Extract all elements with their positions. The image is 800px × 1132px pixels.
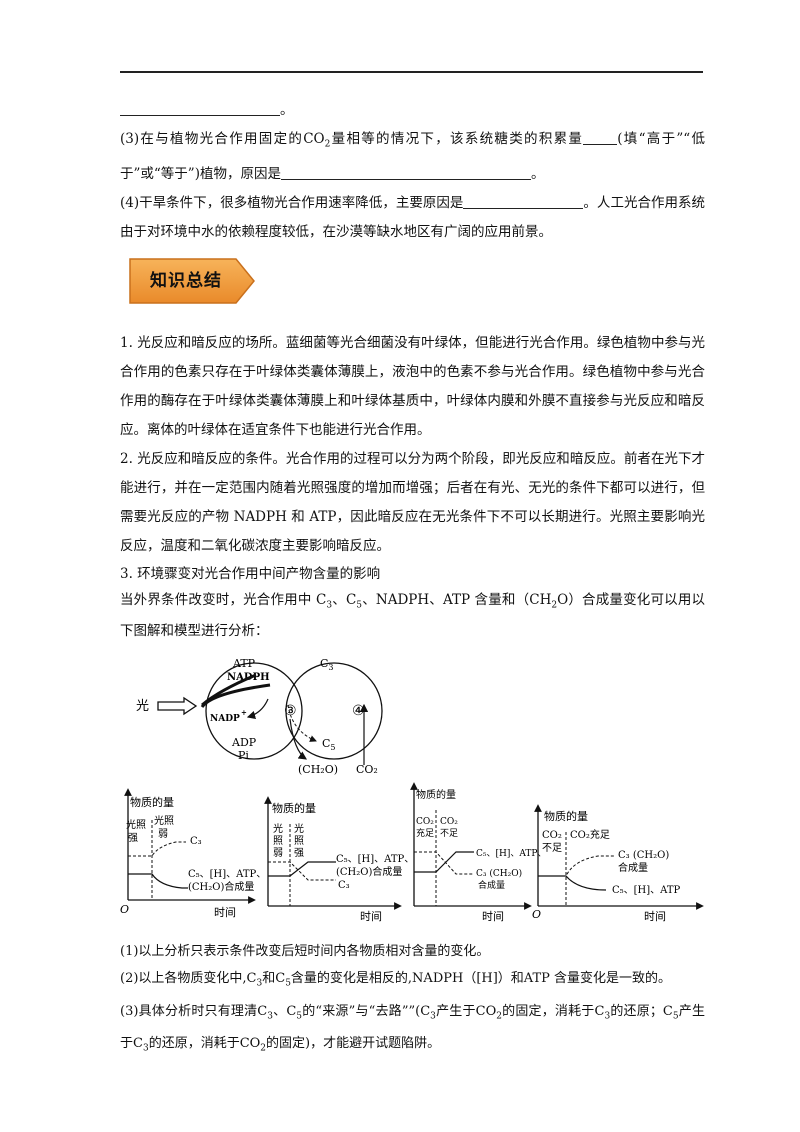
chart-2-line-up [268,861,336,877]
document-body: 。 (3)在与植物光合作用固定的CO2量相等的情况下，该系统糖类的积累量(填“高… [120,96,705,644]
light-reaction-circle [205,662,303,760]
chart-3-cond-after: 不足 [440,828,458,839]
answer-blank[interactable] [280,165,531,180]
chart-1-line-down-label: C₅、[H]、ATP、 [188,869,266,880]
chart-2-xlabel: 时间 [360,910,382,923]
chart-4-ylabel: 物质的量 [544,809,588,823]
c5-label: C5 [322,737,336,752]
light-label: 光 [136,699,149,714]
note-2: (2)以上各物质变化中,C3和C5含量的变化是相反的,NADPH（[H]）和AT… [120,971,672,989]
chart-1-xlabel: 时间 [214,906,236,919]
stage-4-marker: ④ [352,703,365,719]
chart-3-line-down [414,851,474,875]
c3-top-label: C3 [320,657,334,672]
chart-1-line-down [128,873,188,889]
chart-2-cond-after: 强 [294,847,304,859]
note-3: (3)具体分析时只有理清C3、C5的“来源”与“去路””(C3产生于CO2的固定… [120,1003,705,1054]
chart-3-xlabel: 时间 [482,910,504,923]
chart-4-line-up-label: 合成量 [618,861,648,874]
summary-point-2: 2. 光反应和暗反应的条件。光合作用的过程可以分为两个阶段，即光反应和暗反应。前… [120,450,705,554]
chart-4-line-up [538,855,614,877]
question-2-tail: 。 [120,96,705,125]
nadp-charge-label: + [241,708,247,717]
chart-4-cond-before: CO₂ [542,830,562,841]
adp-label: ADP [231,736,257,749]
condition-change-charts: 物质的量 O 时间 光照 强 光照 弱 C₃ C₅、[H]、ATP、 (CH₂O… [120,782,704,923]
chart-1-cond-before: 光照 [126,818,146,831]
chart-2-cond-before: 弱 [273,847,283,859]
ch2o-output-arrow [289,718,307,760]
chart-1-cond-after: 光照 [154,814,174,827]
chart-2-ylabel: 物质的量 [272,801,316,815]
chart-3-cond-before: CO₂ [416,817,434,827]
summary-point-1: 1. 光反应和暗反应的场所。蓝细菌等光合细菌没有叶绿体，但能进行光合作用。绿色植… [120,334,705,438]
chart-2-line-up-label: (CH₂O)合成量 [336,865,402,878]
chart-2: 物质的量 时间 光 照 弱 光 照 强 C₅、[H]、ATP、 (CH₂O)合成… [264,796,414,923]
photosynthesis-cycle-diagram: ATP NADPH 光 NADP + ADP Pi ③ ④ C3 C5 (CH₂… [136,657,383,775]
chart-1-ylabel: 物质的量 [130,795,174,809]
chart-3: 物质的量 时间 CO₂ 充足 CO₂ 不足 C₅、[H]、ATP、 C₃ (CH… [410,782,546,923]
chart-4-line-up-label: C₃ (CH₂O) [618,850,669,861]
answer-blank[interactable] [120,101,280,116]
chart-2-cond-after: 照 [294,835,304,847]
chart-3-cond-after: CO₂ [440,817,458,827]
chart-3-line-up [414,851,474,873]
chart-2-line-down-label: C₃ [338,880,350,891]
chart-1: 物质的量 O 时间 光照 强 光照 弱 C₃ C₅、[H]、ATP、 (CH₂O… [120,788,266,919]
badge-label: 知识总结 [150,270,222,291]
chart-4-origin: O [532,908,541,921]
answer-blank[interactable] [583,130,618,145]
chart-4-cond-before: 不足 [542,842,562,854]
analysis-notes: (1)以上分析只表示条件改变后短时间内各物质相对含量的变化。 (2)以上各物质变… [120,938,705,1063]
header-rule [120,71,703,73]
chart-2-line-up-label: C₅、[H]、ATP、 [336,854,414,865]
chart-1-cond-after: 弱 [158,828,168,840]
chart-1-line-up-label: C₃ [190,836,202,847]
chart-2-cond-after: 光 [294,822,304,835]
chart-3-line-down-label: 合成量 [478,879,505,891]
chart-4-cond-after: CO₂充足 [570,828,610,841]
summary-point-3-intro: 当外界条件改变时，光合作用中 C3、C5、NADPH、ATP 含量和（CH2O）… [120,591,706,640]
nadp-return-arrow [246,698,269,720]
chart-4: 物质的量 O 时间 CO₂ 不足 CO₂充足 C₃ (CH₂O) 合成量 C₅、… [532,804,704,923]
light-input-arrow [157,696,198,716]
chart-4-xlabel: 时间 [644,910,666,923]
chart-1-origin: O [120,903,129,916]
badge-arrow-shape [129,257,255,304]
co2-label: CO₂ [356,763,378,775]
chart-1-line-down-label: (CH₂O)合成量 [188,880,254,893]
question-3: (3)在与植物光合作用固定的CO2量相等的情况下，该系统糖类的积累量(填“高于”… [120,130,705,182]
chart-2-line-down [268,861,336,881]
chart-1-line-up [128,841,186,857]
pi-label: Pi [238,749,249,762]
chart-3-cond-before: 充足 [416,827,434,839]
stage-3-marker: ③ [284,703,297,719]
note-1: (1)以上分析只表示条件改变后短时间内各物质相对含量的变化。 [120,944,490,959]
chart-4-line-down-label: C₅、[H]、ATP [612,885,681,896]
chart-2-cond-before: 照 [273,835,283,847]
energy-arrow [200,683,271,708]
summary-point-3-title: 3. 环境骤变对光合作用中间产物含量的影响 [120,565,381,582]
answer-blank[interactable] [463,194,584,209]
section-badge: 知识总结 [128,257,705,317]
chart-3-ylabel: 物质的量 [416,788,456,801]
nadp-label: NADP [210,714,240,724]
chart-2-cond-before: 光 [273,822,283,835]
chart-4-line-down [538,875,607,891]
chart-3-line-down-label: C₃ (CH₂O) [476,868,522,879]
chart-1-cond-before: 强 [128,832,138,844]
atp-label: ATP [232,657,256,670]
chart-3-line-up-label: C₅、[H]、ATP、 [476,849,546,859]
dark-reaction-circle [285,662,383,760]
question-4: (4)干旱条件下，很多植物光合作用速率降低，主要原因是。人工光合作用系统由于对环… [120,194,706,240]
ch2o-label: (CH₂O) [298,763,338,775]
